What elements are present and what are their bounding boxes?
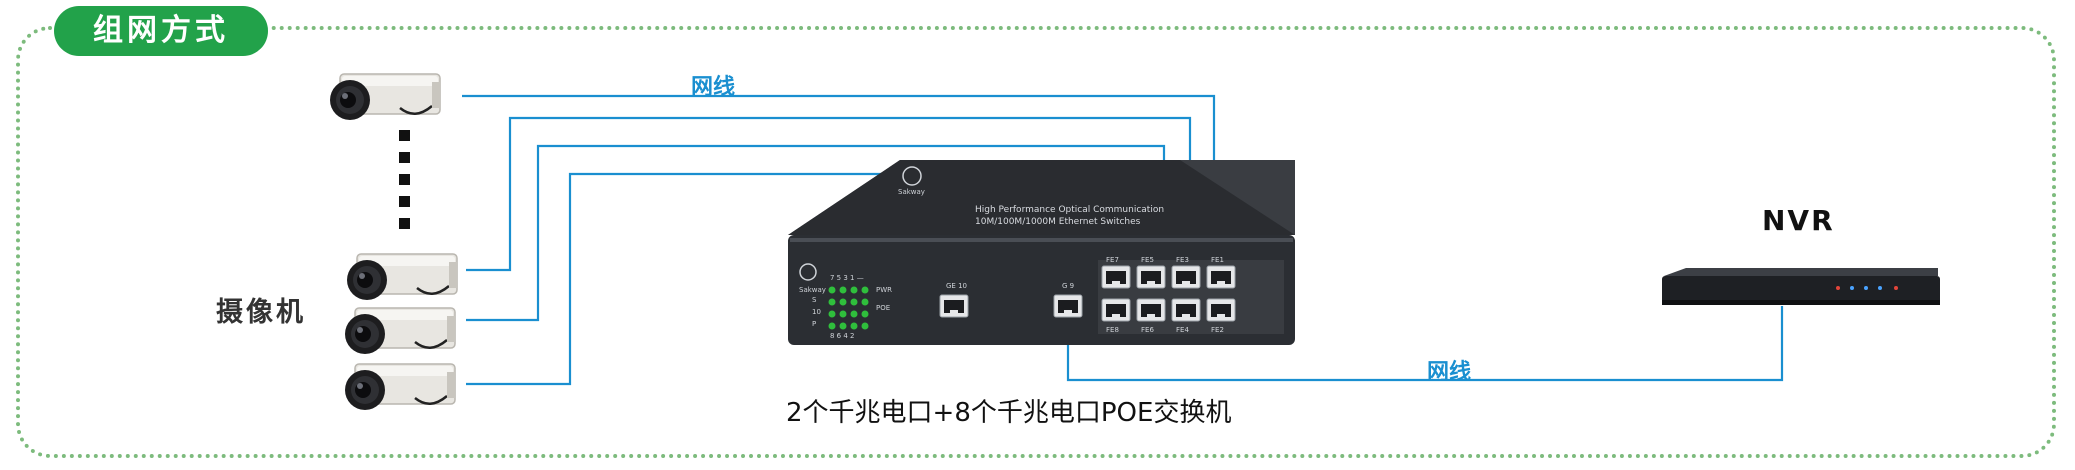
switch-caption: 2个千兆电口+8个千兆电口POE交换机 [786,398,1232,428]
camera-icon [345,252,459,302]
uplink-label-1: GE 10 [946,282,967,290]
switch-brand-front: Sakway [799,286,826,294]
port-label-fe1: FE1 [1211,256,1224,264]
diagram-title: 组网方式 [54,6,268,56]
switch-brand-top: Sakway [898,188,925,196]
port-label-fe8: FE8 [1106,326,1119,334]
network-switch-icon: High Performance Optical Communication 1… [788,160,1295,345]
camera-icon [343,362,457,412]
led-side-s: S [812,296,817,304]
cable-label-bottom: 网线 [1427,360,1472,385]
led-side-p: P [812,320,816,328]
uplink-label-2: G 9 [1062,282,1074,290]
diagram-frame [16,26,2056,458]
port-label-fe2: FE2 [1211,326,1224,334]
camera-icon [343,306,457,356]
camera-icon [328,72,442,122]
led-row-poe: POE [876,304,890,312]
nvr-recorder-icon [1662,268,1940,305]
led-bottom-numbers: 8 6 4 2 [830,332,855,340]
led-row-pwr: PWR [876,286,892,294]
switch-top-text-2: 10M/100M/1000M Ethernet Switches [975,217,1141,227]
ellipsis-dots-icon [399,130,410,229]
nvr-label: NVR [1762,204,1835,237]
led-top-numbers: 7 5 3 1 — [830,274,864,282]
port-label-fe7: FE7 [1106,256,1119,264]
cameras-label: 摄像机 [216,297,306,328]
port-label-fe6: FE6 [1141,326,1154,334]
led-side-10: 10 [812,308,821,316]
port-label-fe4: FE4 [1176,326,1189,334]
switch-top-text-1: High Performance Optical Communication [975,205,1164,215]
port-label-fe5: FE5 [1141,256,1154,264]
port-label-fe3: FE3 [1176,256,1189,264]
cable-label-top: 网线 [691,75,736,100]
